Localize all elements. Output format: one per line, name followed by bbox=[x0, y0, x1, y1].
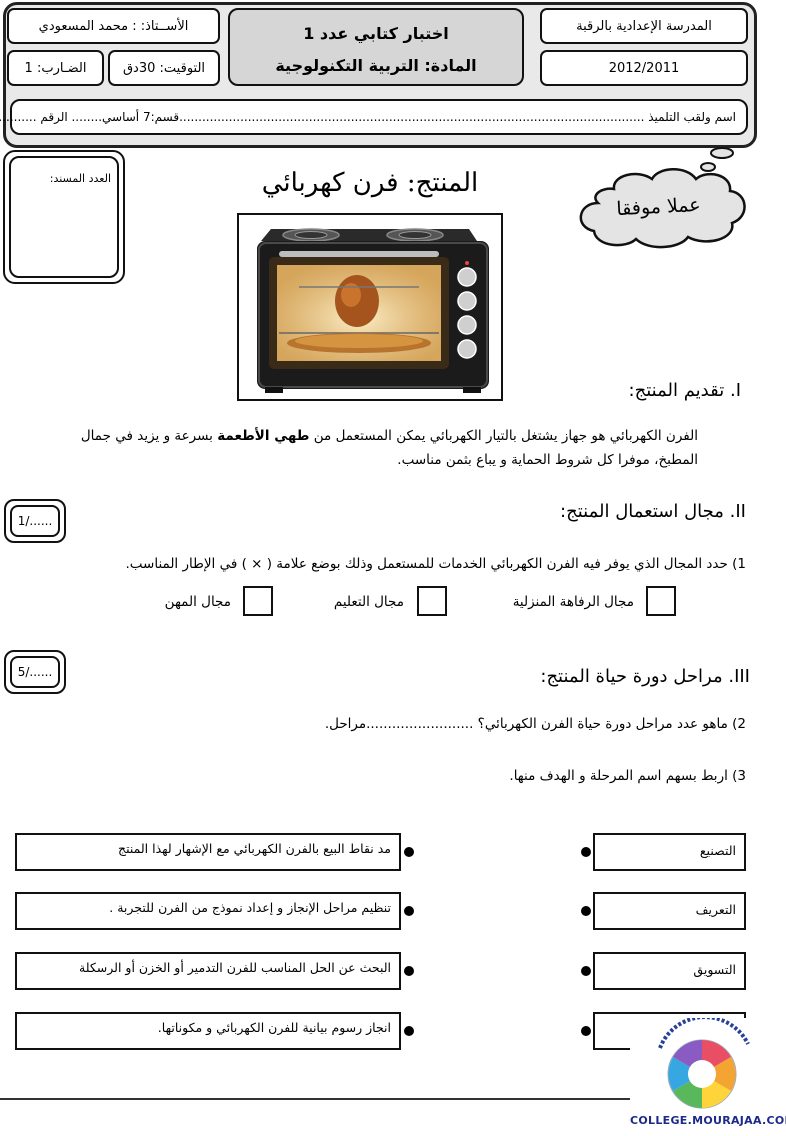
choice-professions-label: مجال المهن bbox=[164, 594, 231, 610]
section1-para-pre: الفرن الكهربائي هو جهاز يشتغل بالتيار ال… bbox=[309, 428, 698, 444]
goal-dot-3[interactable] bbox=[404, 966, 414, 976]
choice-home-comfort-checkbox[interactable] bbox=[646, 586, 676, 616]
class-number-field[interactable]: قسم:7 أساسي........ الرقم ..............… bbox=[0, 110, 180, 124]
stage-dot-2[interactable] bbox=[581, 906, 591, 916]
stage-dot-1[interactable] bbox=[581, 847, 591, 857]
coefficient: الضـارب: 1 bbox=[7, 50, 104, 86]
bottom-rule bbox=[0, 1098, 640, 1100]
school-name: المدرسة الإعدادية بالرقبة bbox=[540, 8, 748, 44]
oven-illustration bbox=[239, 215, 501, 399]
goal-dot-2[interactable] bbox=[404, 906, 414, 916]
exam-title-box: اختبار كتابي عدد 1 المادة: التربية التكن… bbox=[228, 8, 524, 86]
grade-box: العدد المسند: bbox=[3, 150, 125, 284]
section2-question: 1) حدد المجال الذي يوفر فيه الفرن الكهرب… bbox=[125, 556, 746, 572]
site-logo-card bbox=[630, 1015, 786, 1136]
product-title: المنتج: فرن كهربائي bbox=[261, 168, 479, 198]
teacher-name: الأســتاذ: : محمد المسعودي bbox=[7, 8, 220, 44]
section2-score-box: 1/...... bbox=[4, 499, 66, 543]
choice-education-checkbox[interactable] bbox=[417, 586, 447, 616]
section1-paragraph: الفرن الكهربائي هو جهاز يشتغل بالتيار ال… bbox=[30, 424, 698, 472]
goal-dot-1[interactable] bbox=[404, 847, 414, 857]
stage-box-1: التصنيع bbox=[593, 833, 746, 871]
goal-box-4: انجاز رسوم بيانية للفرن الكهربائي و مكون… bbox=[15, 1012, 401, 1050]
site-url[interactable]: COLLEGE.MOURAJAA.COM bbox=[630, 1114, 786, 1127]
choice-professions-checkbox[interactable] bbox=[243, 586, 273, 616]
school-year: 2012/2011 bbox=[540, 50, 748, 86]
stage-dot-3[interactable] bbox=[581, 966, 591, 976]
goal-dot-4[interactable] bbox=[404, 1026, 414, 1036]
choice-education-label: مجال التعليم bbox=[333, 594, 404, 610]
section1-para-line2: المطبخ، موفرا كل شروط الحماية و يباع بثم… bbox=[397, 452, 698, 468]
exam-duration: التوقيت: 30دق bbox=[108, 50, 220, 86]
stage-box-2: التعريف bbox=[593, 892, 746, 930]
site-logo-icon bbox=[658, 1015, 750, 1109]
stage-box-3: التسويق bbox=[593, 952, 746, 990]
student-info-line: اسم ولقب التلميذ .......................… bbox=[0, 99, 748, 135]
section3-question2[interactable]: 2) ماهو عدد مراحل دورة حياة الفرن الكهرب… bbox=[324, 716, 746, 732]
grade-box-inner[interactable]: العدد المسند: bbox=[9, 156, 119, 278]
goal-box-2: تنظيم مراحل الإنجاز و إعداد نموذج من الف… bbox=[15, 892, 401, 930]
grade-label: العدد المسند: bbox=[49, 172, 111, 185]
section2-heading: II. مجال استعمال المنتج: bbox=[560, 501, 746, 522]
choice-home-comfort-label: مجال الرفاهة المنزلية bbox=[512, 594, 634, 610]
exam-title: اختبار كتابي عدد 1 bbox=[303, 24, 449, 43]
section3-score[interactable]: 5/...... bbox=[10, 656, 60, 688]
section1-para-line1: الفرن الكهربائي هو جهاز يشتغل بالتيار ال… bbox=[30, 424, 698, 448]
goal-box-1: مد نقاط البيع بالفرن الكهربائي مع الإشها… bbox=[15, 833, 401, 871]
oven-image bbox=[237, 213, 503, 401]
section1-para-bold: طهي الأطعمة bbox=[217, 428, 310, 444]
section3-question3: 3) اربط بسهم اسم المرحلة و الهدف منها. bbox=[509, 768, 746, 784]
goal-box-3: البحث عن الحل المناسب للفرن التدمير أو ا… bbox=[15, 952, 401, 990]
subject-title: المادة: التربية التكنولوجية bbox=[275, 56, 477, 75]
section2-score[interactable]: 1/...... bbox=[10, 505, 60, 537]
section3-heading: III. مراحل دورة حياة المنتج: bbox=[540, 666, 750, 687]
stage-dot-4[interactable] bbox=[581, 1026, 591, 1036]
section1-heading: I. تقديم المنتج: bbox=[628, 380, 741, 401]
section1-para-post: بسرعة و يزيد في جمال bbox=[80, 428, 218, 444]
section3-score-box: 5/...... bbox=[4, 650, 66, 694]
cloud-shape bbox=[579, 147, 746, 249]
student-name-field[interactable]: اسم ولقب التلميذ .......................… bbox=[179, 110, 736, 124]
